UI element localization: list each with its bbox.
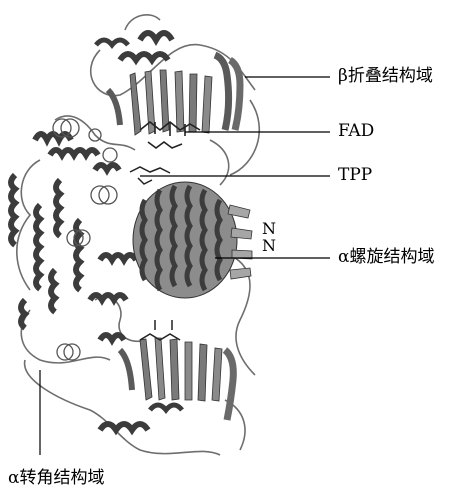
label-n-upper: N [262,221,276,237]
label-tpp: TPP [338,167,372,184]
label-n-lower: N [262,238,276,254]
label-fad: FAD [338,123,374,140]
label-beta-domain: β折叠结构域 [338,68,433,85]
label-alpha-helix-domain: α螺旋结构域 [338,249,434,266]
alpha-helix-domain-structure [133,182,252,298]
label-alpha-turn-domain: α转角结构域 [8,470,104,487]
beta-domain-structure [96,33,240,135]
